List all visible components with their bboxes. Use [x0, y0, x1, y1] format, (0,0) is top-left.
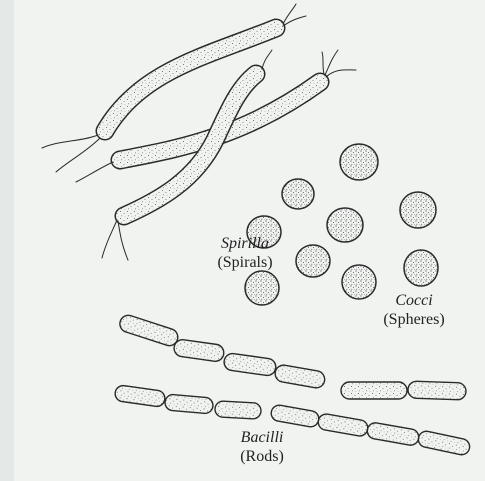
coccus	[404, 250, 438, 286]
cocci-label: Cocci (Spheres)	[376, 291, 452, 329]
spirilla-scientific-name: Spirilla	[208, 234, 282, 253]
coccus	[342, 265, 376, 299]
coccus	[340, 144, 378, 180]
bacillus	[215, 401, 262, 419]
bacilli-scientific-name: Bacilli	[232, 428, 292, 447]
coccus	[296, 245, 330, 277]
bacillus	[164, 394, 213, 414]
coccus	[327, 208, 363, 242]
coccus	[400, 192, 436, 228]
coccus	[245, 271, 279, 305]
bacilli-common-name: (Rods)	[232, 447, 292, 466]
bacilli-label: Bacilli (Rods)	[232, 428, 292, 466]
binding-shadow	[0, 0, 14, 481]
spirilla-label: Spirilla (Spirals)	[208, 234, 282, 272]
bacillus	[408, 381, 467, 400]
cocci-scientific-name: Cocci	[376, 291, 452, 310]
coccus	[282, 179, 314, 209]
spirilla-common-name: (Spirals)	[208, 253, 282, 272]
bacillus-chain	[341, 381, 466, 400]
cocci-common-name: (Spheres)	[376, 310, 452, 329]
bacillus	[341, 382, 407, 399]
